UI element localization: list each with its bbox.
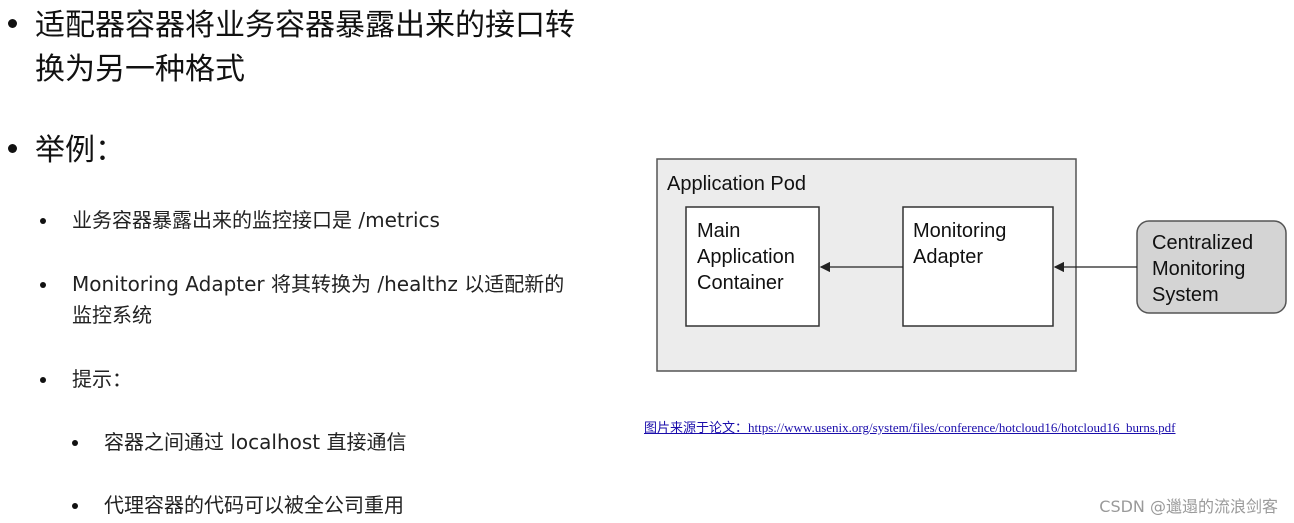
- external-line-1: Centralized: [1152, 232, 1253, 254]
- main-container-box: [685, 206, 820, 327]
- monitoring-adapter-box: [902, 206, 1054, 327]
- bullet-text: 代理容器的代码可以被全公司重用: [104, 493, 404, 517]
- bullet-dot: [8, 19, 17, 28]
- bullet-dot: [40, 282, 46, 288]
- bullet-dot: [8, 144, 17, 153]
- csdn-watermark: CSDN @邋遢的流浪剑客: [1099, 497, 1278, 516]
- bullet-dot: [40, 377, 46, 383]
- main-container-label: Main Application Container: [697, 220, 800, 294]
- bullet-subsub-1: 容器之间通过 localhost 直接通信: [72, 427, 572, 458]
- centralized-monitoring-label: Centralized Monitoring System: [1152, 232, 1259, 306]
- main-container-line-1: Main: [697, 220, 740, 242]
- bullet-text: 适配器容器将业务容器暴露出来的接口转换为另一种格式: [35, 8, 575, 87]
- monitoring-adapter-label: Monitoring Adapter: [913, 220, 1012, 268]
- bullet-sub-2: Monitoring Adapter 将其转换为 /healthz 以适配新的监…: [40, 269, 580, 331]
- bullet-sub-1: 业务容器暴露出来的监控接口是 /metrics: [40, 205, 580, 236]
- bullet-text: Monitoring Adapter 将其转换为 /healthz 以适配新的监…: [72, 272, 565, 327]
- main-container-line-3: Container: [697, 272, 784, 294]
- bullet-dot: [40, 218, 46, 224]
- pod-label: Application Pod: [667, 173, 806, 195]
- bullet-main-1: 适配器容器将业务容器暴露出来的接口转换为另一种格式: [8, 4, 578, 92]
- bullet-main-2: 举例：: [8, 129, 578, 173]
- bullet-subsub-2: 代理容器的代码可以被全公司重用: [72, 490, 572, 521]
- adapter-line-1: Monitoring: [913, 220, 1006, 242]
- external-line-2: Monitoring: [1152, 258, 1245, 280]
- main-container-line-2: Application: [697, 246, 795, 268]
- bullet-text: 容器之间通过 localhost 直接通信: [104, 430, 407, 454]
- bullet-text: 提示：: [72, 367, 132, 391]
- bullet-text: 业务容器暴露出来的监控接口是 /metrics: [72, 208, 440, 232]
- bullet-text: 举例：: [35, 133, 125, 168]
- source-caption-link[interactable]: 图片来源于论文：https://www.usenix.org/system/fi…: [644, 420, 1176, 435]
- external-line-3: System: [1152, 284, 1219, 306]
- bullet-dot: [72, 440, 78, 446]
- adapter-line-2: Adapter: [913, 246, 983, 268]
- bullet-sub-3: 提示：: [40, 364, 580, 395]
- bullet-dot: [72, 503, 78, 509]
